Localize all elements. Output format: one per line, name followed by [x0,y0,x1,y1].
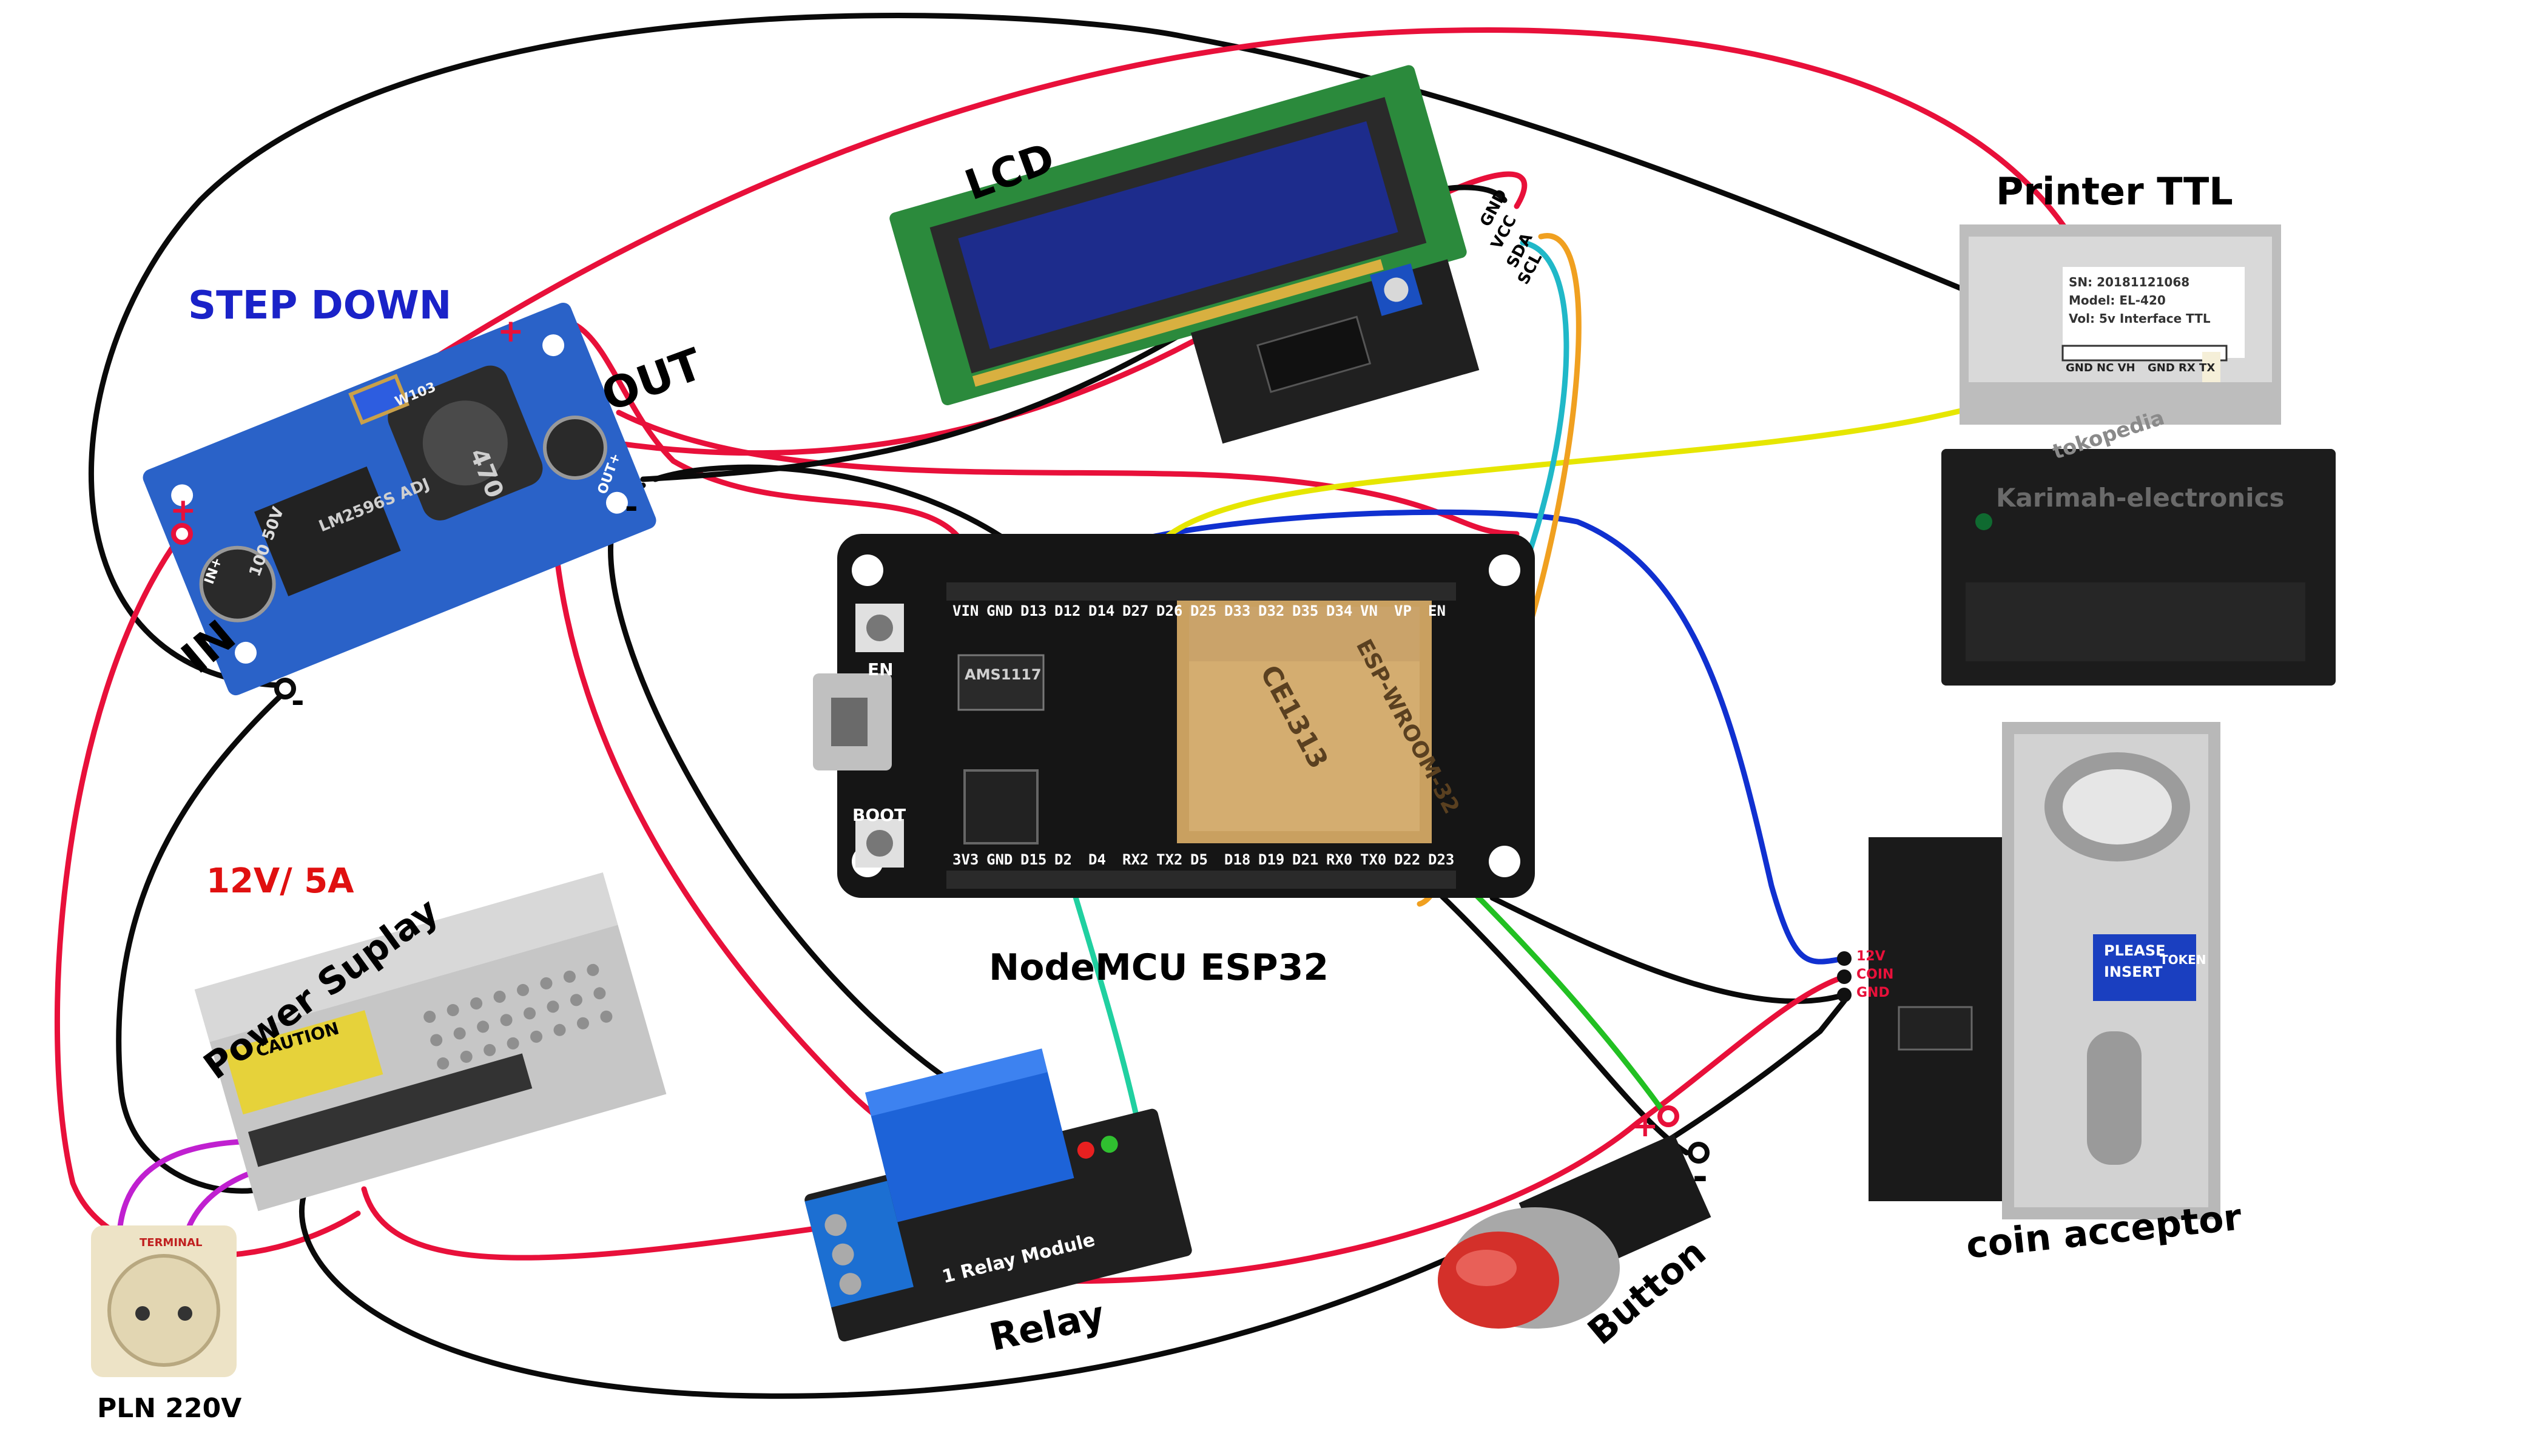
coin-plate-text-3: TOKEN [2160,952,2206,967]
esp32-board [813,534,1535,898]
button-plus-mark: + [1632,1108,1659,1144]
coin-pin-coin: COIN [1856,967,1894,982]
push-button [1438,1105,1711,1329]
esp32-bottom-pin-d21: D21 [1292,851,1319,868]
step-down-in-plus-terminal [171,523,193,545]
wire-black-coin-gnd [1489,895,1847,1004]
esp32-top-pin-d35: D35 [1292,602,1319,619]
button-minus-mark: - [1693,1156,1708,1198]
esp32-top-pin-d26: D26 [1156,602,1183,619]
wire-red-outer [179,27,2102,537]
printer-brand: Karimah-electronics [1996,483,2285,513]
esp32-bottom-pin-tx2: TX2 [1156,851,1183,868]
esp32-bottom-pin-d2: D2 [1054,851,1072,868]
relay-module [804,1048,1192,1342]
printer-sticker-3: Vol: 5v Interface TTL [2069,311,2211,326]
pln-label: PLN 220V [97,1393,242,1424]
printer-ttl [1941,224,2336,686]
esp32-boot-label: BOOT [852,805,906,825]
printer-pins-right: GND RX TX [2148,362,2216,374]
esp32-top-pin-d32: D32 [1258,602,1285,619]
esp32-title: NodeMCU ESP32 [989,946,1329,989]
step-down-board [143,302,656,696]
step-down-in-minus-terminal [274,678,296,699]
esp32-top-pin-d34: D34 [1326,602,1353,619]
esp32-top-pin-d12: D12 [1054,602,1081,619]
step-down-out-plus-mark: + [497,313,524,349]
esp32-bottom-pin-d23: D23 [1428,851,1455,868]
coin-pin-12v: 12V [1856,949,1886,964]
esp32-en-label: EN [868,659,894,679]
wall-outlet [91,1225,237,1377]
esp32-bottom-pin-tx0: TX0 [1360,851,1387,868]
printer-title: Printer TTL [1996,169,2233,214]
printer-sticker-2: Model: EL-420 [2069,293,2166,308]
wire-blue-coin [1071,509,1847,965]
coin-pin-gnd: GND [1856,985,1890,1000]
wire-black-outer [88,13,2029,689]
esp32-bottom-pin-d5: D5 [1190,851,1208,868]
step-down-out-minus-mark: - [625,489,638,525]
esp32-bottom-pin-d22: D22 [1394,851,1421,868]
step-down-minus-mark: - [291,683,305,720]
esp32-top-pin-vn: VN [1360,602,1378,619]
power-supply [194,872,667,1212]
esp32-top-pin-d14: D14 [1088,602,1115,619]
esp32-ams-text: AMS1117 [965,666,1042,683]
esp32-bottom-pin-d15: D15 [1020,851,1047,868]
power-rating: 12V/ 5A [206,861,354,901]
esp32-top-pin-en: EN [1428,602,1446,619]
step-down-title: STEP DOWN [188,283,452,328]
step-down-plus-mark: + [170,492,197,528]
coin-plate-text-1: PLEASE [2104,942,2166,959]
esp32-bottom-pin-d4: D4 [1088,851,1106,868]
esp32-bottom-pin-rx0: RX0 [1326,851,1353,868]
coin-plate-text-2: INSERT [2104,963,2163,980]
esp32-bottom-pin-d18: D18 [1224,851,1251,868]
printer-pins-left: GND NC VH [2066,362,2135,374]
esp32-bottom-pin-rx2: RX2 [1122,851,1149,868]
coin-acceptor [1837,722,2220,1219]
wire-red-ledge [616,410,1520,537]
esp32-top-pin-d25: D25 [1190,602,1217,619]
wire-red-psu-relay [361,1186,840,1261]
printer-sticker-1: SN: 20181121068 [2069,275,2190,289]
esp32-bottom-pin-d19: D19 [1258,851,1285,868]
lcd-display [889,65,1467,405]
wire-black-left [116,689,306,1194]
esp32-bottom-pin-gnd: GND [986,851,1013,868]
wire-red-out-plus [513,317,974,561]
esp32-top-pin-d13: D13 [1020,602,1047,619]
esp32-top-pin-d27: D27 [1122,602,1149,619]
esp32-top-pin-gnd: GND [986,602,1013,619]
outlet-text: TERMINAL [140,1236,203,1249]
esp32-top-pin-vin: VIN [952,602,979,619]
esp32-top-pin-d33: D33 [1224,602,1251,619]
esp32-bottom-pin-3v3: 3V3 [952,851,979,868]
lcd-i2c-backpack [1190,259,1480,444]
esp32-top-pin-vp: VP [1394,602,1412,619]
